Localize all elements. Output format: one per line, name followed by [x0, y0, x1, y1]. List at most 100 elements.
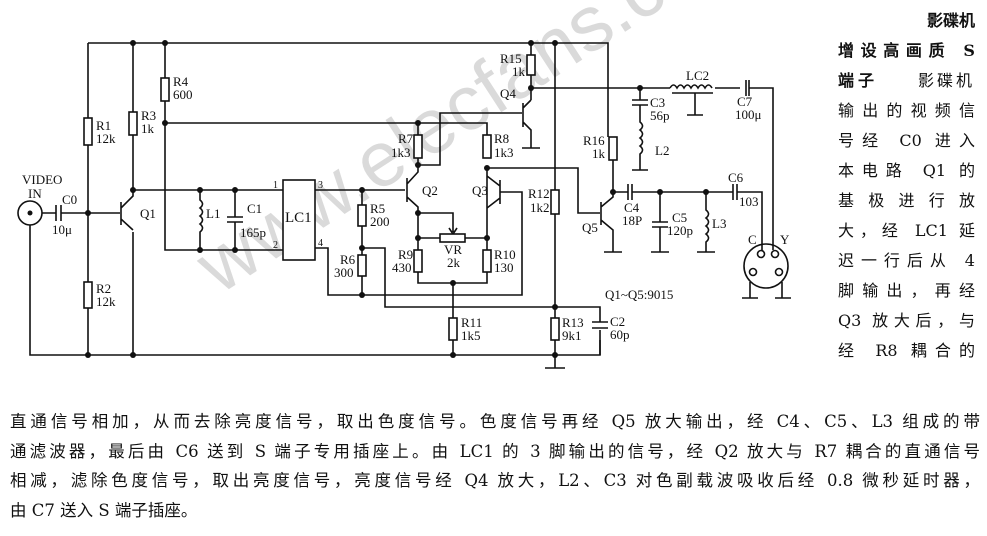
c5-label: C5 [672, 210, 687, 225]
r16-label: R16 [583, 133, 605, 148]
title-line-2: 增设高画质 S [838, 41, 975, 60]
r13-label: R13 [562, 315, 584, 330]
r15-value: 1k [512, 64, 526, 79]
side-line: 脚输出，再经 [838, 281, 975, 300]
r10-value: 130 [494, 260, 514, 275]
pin-2: 2 [273, 240, 278, 251]
c6-label: C6 [728, 170, 744, 185]
body-line: 通滤波器，最后由 C6 送到 S 端子专用插座上。由 LC1 的 3 脚输出的信… [10, 441, 980, 461]
resistor-r3 [128, 111, 138, 136]
resistor-r15 [526, 54, 536, 76]
capacitor-c2 [592, 321, 608, 329]
transistor-q5 [600, 160, 622, 253]
q5-label: Q5 [582, 220, 598, 235]
r2-value: 12k [96, 294, 116, 309]
video-label: VIDEO [22, 172, 62, 187]
c1-value: 165p [240, 225, 266, 240]
in-label: IN [28, 186, 42, 201]
c3-value: 56p [650, 108, 670, 123]
r11-label: R11 [461, 315, 482, 330]
c4-value: 18P [622, 213, 642, 228]
body-paragraph: 直通信号相加，从而去除亮度信号，取出色度信号。色度信号再经 Q5 放大输出，经 … [10, 407, 980, 525]
side-line: 输出的视频信 [838, 101, 975, 120]
r5-label: R5 [370, 201, 385, 216]
c2-label: C2 [610, 314, 625, 329]
transistor-q1 [120, 43, 134, 231]
l1-label: L1 [206, 206, 220, 221]
resistor-r5 [357, 204, 367, 227]
pin-1: 1 [273, 180, 278, 191]
r2-label: R2 [96, 281, 111, 296]
side-line: 基极进行放 [838, 191, 975, 210]
r8-label: R8 [494, 131, 509, 146]
resistor-r1 [83, 117, 93, 146]
delay-line-lc2 [669, 84, 713, 116]
side-line: 迟一行后从 4 [838, 251, 975, 270]
r1-label: R1 [96, 118, 111, 133]
potentiometer-vr[interactable] [439, 233, 466, 243]
q3-label: Q3 [472, 183, 488, 198]
r7-value: 1k3 [391, 145, 411, 160]
c6-value: 103 [739, 194, 759, 209]
r7-label: R7 [398, 131, 414, 146]
lc2-label: LC2 [686, 68, 709, 83]
side-line: 本电路 Q1 的 [838, 161, 975, 180]
resistor-r7 [413, 134, 423, 159]
r9-value: 430 [392, 260, 412, 275]
r11-value: 1k5 [461, 328, 481, 343]
c3-label: C3 [650, 95, 665, 110]
r10-label: R10 [494, 247, 516, 262]
resistor-r12 [550, 189, 560, 215]
r16-value: 1k [592, 146, 606, 161]
resistor-r4 [160, 77, 170, 102]
resistor-r16 [608, 136, 618, 161]
r6-label: R6 [340, 252, 356, 267]
side-line: 大，经 LC1 延 [838, 221, 975, 240]
r9-label: R9 [398, 247, 413, 262]
resistor-r9 [413, 249, 423, 273]
r1-value: 12k [96, 131, 116, 146]
s-video-connector[interactable] [742, 220, 791, 299]
c0-label: C0 [62, 192, 77, 207]
vr-label: VR [444, 242, 462, 257]
circuit-schematic: VIDEO IN C0 10μ R1 12k R2 12k Q1 R3 1k R… [17, 40, 791, 369]
capacitor-c1 [227, 190, 243, 250]
transistor-q3 [486, 175, 501, 209]
r15-label: R15 [500, 51, 522, 66]
c1-label: C1 [247, 201, 262, 216]
capacitor-c5 [651, 192, 669, 253]
pin-3: 3 [318, 180, 323, 191]
pin-4: 4 [318, 238, 323, 249]
capacitor-c0 [42, 205, 120, 221]
l3-label: L3 [712, 216, 726, 231]
r6-value: 300 [334, 265, 354, 280]
inductor-l3 [697, 192, 715, 253]
vr-value: 2k [447, 255, 461, 270]
l2-label: L2 [655, 143, 669, 158]
q1-label: Q1 [140, 206, 156, 221]
side-line: 号经 C0 进入 [838, 131, 975, 150]
title-line-1: 影碟机 [926, 11, 975, 30]
r4-value: 600 [173, 87, 193, 102]
r8-value: 1k3 [494, 145, 514, 160]
supply-rail [87, 42, 609, 355]
body-line: 直通信号相加，从而去除亮度信号，取出色度信号。色度信号再经 Q5 放大输出，经 … [10, 412, 980, 431]
title-end: 端子 [838, 71, 879, 90]
q2-label: Q2 [422, 183, 438, 198]
q4-label: Q4 [500, 86, 516, 101]
paragraph-start: 影碟机 [917, 71, 975, 90]
c2-value: 60p [610, 327, 630, 342]
c5-value: 120p [667, 223, 693, 238]
delay-line-lc1 [282, 179, 316, 261]
resistor-r2 [83, 281, 93, 309]
resistor-r11 [448, 317, 458, 341]
r4-label: R4 [173, 74, 189, 89]
resistor-r8 [482, 134, 492, 159]
side-line: Q3 放大后，与 [838, 311, 975, 330]
side-line: 经 R8 耦合的 [838, 341, 975, 360]
side-text-column: 影碟机 增设高画质 S 端子 影碟机 输出的视频信 号经 C0 进入 本电路 Q… [838, 6, 975, 366]
c4-label: C4 [624, 200, 640, 215]
r12-label: R12 [528, 186, 550, 201]
resistor-r10 [482, 249, 492, 273]
c7-label: C7 [737, 94, 753, 109]
